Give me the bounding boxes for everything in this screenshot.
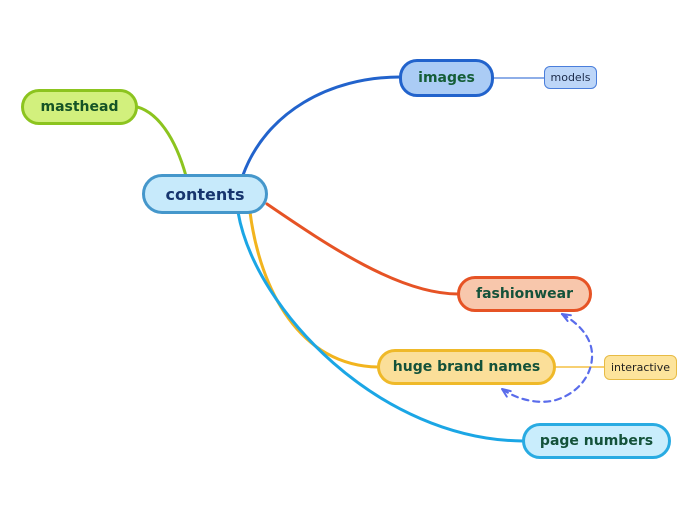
node-images-label: images (418, 70, 475, 86)
relation-arrow-fashionwear-huge-brand-names[interactable] (500, 312, 594, 403)
node-fashionwear[interactable]: fashionwear (457, 276, 592, 312)
edge-contents-fashionwear (265, 202, 460, 296)
edge-contents-huge-brand-names (248, 210, 380, 369)
node-huge-brand-names-label: huge brand names (392, 359, 541, 375)
node-images[interactable]: images (399, 59, 494, 97)
node-contents-label: contents (165, 184, 245, 204)
relation-arrowhead-bottom (501, 388, 512, 398)
relation-arrowhead-top (561, 313, 572, 322)
node-interactive[interactable]: interactive (604, 355, 677, 380)
node-page-numbers[interactable]: page numbers (522, 423, 671, 459)
node-huge-brand-names[interactable]: huge brand names (377, 349, 556, 385)
edge-contents-images (241, 75, 402, 177)
node-interactive-label: interactive (610, 361, 671, 374)
node-fashionwear-label: fashionwear (475, 286, 573, 302)
edge-contents-masthead (131, 104, 188, 178)
node-models-label: models (550, 71, 591, 84)
node-masthead-label: masthead (40, 99, 119, 115)
node-masthead[interactable]: masthead (21, 89, 138, 125)
node-contents[interactable]: contents (142, 174, 268, 214)
node-models[interactable]: models (544, 66, 597, 89)
node-page-numbers-label: page numbers (539, 433, 654, 449)
edge-contents-page-numbers (236, 210, 525, 443)
